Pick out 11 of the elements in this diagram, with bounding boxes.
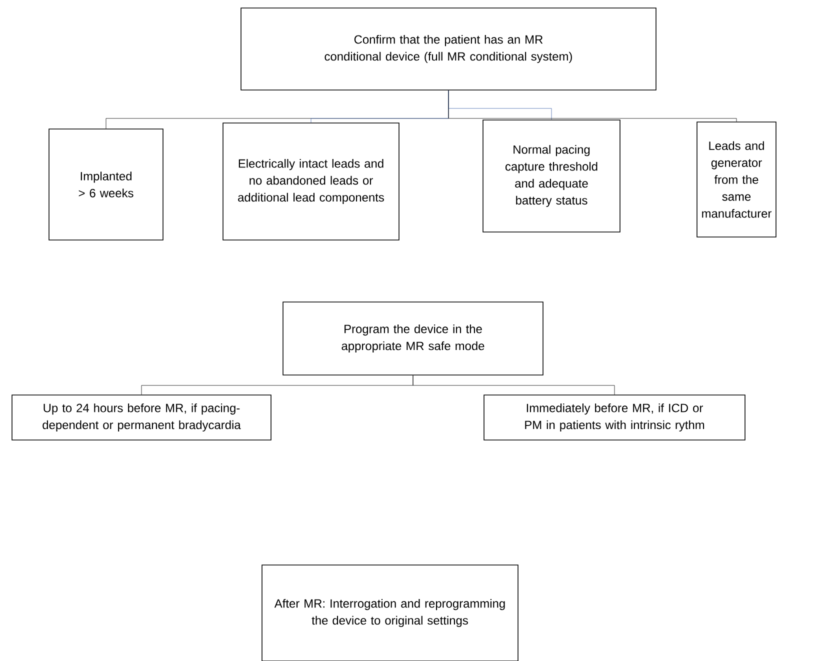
process-box: Electrically intact leads and no abandoned leads or additional lead components	[222, 122, 400, 240]
process-box: Immediately before MR, if ICD or PM in patients with intrinsic rythm	[484, 394, 746, 440]
connector-line	[448, 90, 737, 122]
process-box: Normal pacing capture threshold and adequate battery status	[482, 120, 620, 232]
process-box: Up to 24 hours before MR, if pacing-dependent or permanent bradycardia	[12, 394, 272, 440]
connector-line	[412, 375, 615, 395]
process-box: Leads and generator from the same manufacturer	[696, 122, 776, 238]
process-box: Confirm that the patient has an MR conditional device (full MR conditional system)	[240, 8, 656, 90]
process-box: After MR: Interrogation and reprogramming the device to original settings	[262, 564, 518, 661]
process-box: Implanted > 6 weeks	[48, 128, 164, 240]
process-box: Program the device in the appropriate MR safe mode	[282, 302, 544, 376]
